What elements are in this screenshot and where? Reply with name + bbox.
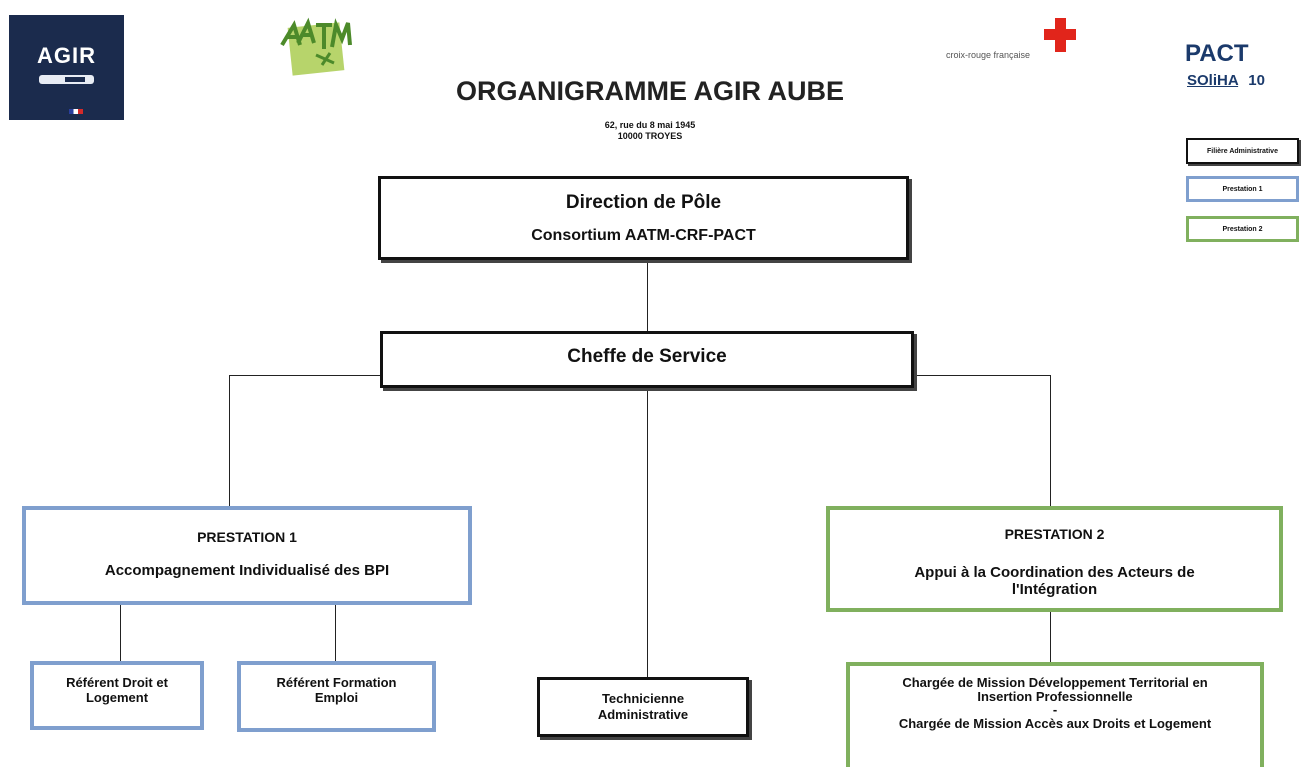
node-prestation-2-subtitle: Appui à la Coordination des Acteurs de l… (914, 564, 1195, 598)
node-technicienne-administrative: Technicienne Administrative (537, 677, 749, 737)
legend-prestation-1-label: Prestation 1 (1222, 185, 1263, 193)
legend-admin-label: Filière Administrative (1207, 147, 1278, 155)
connector-to-prestation-1 (229, 375, 230, 508)
node-referent-formation-emploi: Référent Formation Emploi (237, 661, 436, 732)
node-cheffe-de-service: Cheffe de Service (380, 331, 914, 388)
red-cross-icon (1044, 18, 1076, 52)
node-referent-droit-title: Référent Droit et Logement (66, 675, 168, 705)
node-chargee-de-mission: Chargée de Mission Développement Territo… (846, 662, 1264, 767)
node-referent-formation-title: Référent Formation Emploi (276, 675, 397, 705)
page-title: ORGANIGRAMME AGIR AUBE (456, 76, 844, 106)
legend-prestation-2: Prestation 2 (1186, 216, 1299, 242)
connector-direction-cheffe (647, 258, 648, 333)
connector-to-prestation-2 (1050, 375, 1051, 508)
node-prestation-2-title: PRESTATION 2 (1004, 526, 1105, 542)
node-direction-subtitle: Consortium AATM-CRF-PACT (531, 226, 756, 244)
node-chargee-line1: Chargée de Mission Développement Territo… (902, 675, 1208, 704)
soliha-logo: SOliHA 10 (1187, 72, 1265, 89)
connector-to-referent-droit (120, 603, 121, 663)
french-flag-icon (69, 109, 83, 114)
address-city: 10000 TROYES (617, 131, 683, 141)
connector-to-chargee (1050, 611, 1051, 665)
node-referent-droit-logement: Référent Droit et Logement (30, 661, 204, 730)
connector-cheffe-right (914, 375, 1051, 376)
connector-to-technicienne (647, 388, 648, 679)
node-prestation-1-subtitle: Accompagnement Individualisé des BPI (104, 561, 390, 579)
aatm-logo (280, 17, 352, 76)
pact-logo: PACT (1185, 40, 1249, 67)
legend-admin: Filière Administrative (1186, 138, 1299, 164)
address-street: 62, rue du 8 mai 1945 (604, 120, 696, 130)
node-cheffe-title: Cheffe de Service (567, 346, 727, 367)
node-chargee-line2: Chargée de Mission Accès aux Droits et L… (898, 716, 1212, 731)
legend-prestation-1: Prestation 1 (1186, 176, 1299, 202)
node-prestation-1: PRESTATION 1 Accompagnement Individualis… (22, 506, 472, 605)
node-direction-title: Direction de Pôle (565, 191, 722, 213)
soliha-logo-text: SOliHA (1187, 72, 1239, 89)
node-prestation-1-title: PRESTATION 1 (197, 528, 297, 545)
legend-prestation-2-label: Prestation 2 (1222, 225, 1263, 233)
soliha-logo-number: 10 (1248, 72, 1265, 89)
connector-to-referent-formation (335, 603, 336, 663)
agir-logo: AGIR (9, 15, 124, 120)
connector-cheffe-left (229, 375, 381, 376)
node-chargee-separator: - (1052, 702, 1058, 717)
node-direction-de-pole: Direction de Pôle Consortium AATM-CRF-PA… (378, 176, 909, 260)
agir-logo-text: AGIR (37, 43, 96, 68)
croix-rouge-logo-text: croix-rouge française (946, 50, 1031, 60)
node-technicienne-title: Technicienne Administrative (597, 691, 689, 722)
node-prestation-2: PRESTATION 2 Appui à la Coordination des… (826, 506, 1283, 612)
